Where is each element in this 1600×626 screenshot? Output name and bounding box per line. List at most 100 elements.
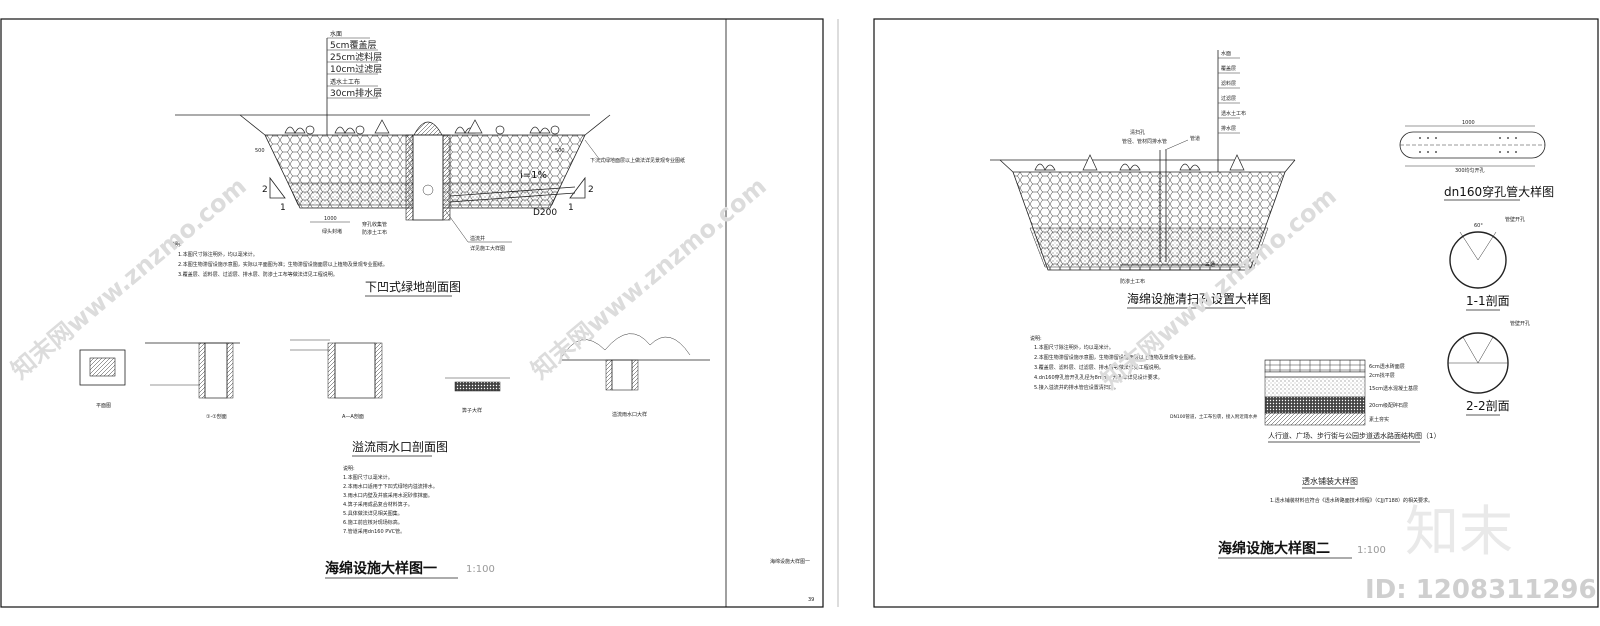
watermark-id: ID: 1208311296: [1365, 575, 1597, 605]
pipe-hole-label: 管壁开孔: [1505, 216, 1525, 223]
layer-label: 过滤层: [1221, 95, 1236, 102]
pave-layer: 2cm找平层: [1369, 372, 1395, 379]
section-title: 海绵设施清扫孔设置大样图: [1127, 291, 1271, 306]
pave-layer: 素土夯实: [1369, 416, 1389, 423]
note-line: 5.接入溢流井的排水管应设置清扫口。: [1034, 384, 1119, 391]
note-line: 6.施工前应核对现场标高。: [343, 519, 403, 526]
perforated-pipe-detail: 1000 300均匀开孔 dn160穿孔管大样图 60° 管壁开孔 1-1剖面: [1399, 120, 1554, 416]
left-sheet: 水面 5cm覆盖层 25cm滤料层 10cm过滤层 透水土工布 30cm排水层 …: [0, 18, 824, 608]
section2-notes: 说明: 1.本图尺寸以毫米计。 2.本雨水口适用于下凹式绿地内溢流排水。 3.雨…: [343, 465, 438, 535]
pipe-dim: 1000: [1462, 120, 1475, 126]
layer-label: 排水层: [1221, 125, 1236, 132]
watermark-text: 知末网www.znzmo.com: [526, 172, 772, 385]
pipe-section: 1-1剖面: [1466, 294, 1510, 308]
note-line: 4.箅子采用成品复合材料箅子。: [343, 501, 413, 508]
note-line: 3.覆盖层、滤料层、过滤层、排水层等做法详见工程说明。: [1034, 364, 1164, 371]
pave-layer: 15cm透水混凝土基层: [1369, 385, 1418, 392]
note-line: 2.本图生物滞留设施示意图，实际以平面图为准；生物滞留设施面层以上植物及景观专业…: [178, 261, 388, 268]
sub-label: 平面图: [96, 403, 111, 409]
sheet-scale: 1:100: [466, 564, 495, 575]
layer-label: 5cm覆盖层: [330, 39, 376, 51]
section-title: 下凹式绿地剖面图: [365, 279, 461, 294]
ratio-v: 2: [262, 185, 268, 195]
layer-labels-2: 水面 覆盖层 滤料层 过滤层 透水土工布 排水层: [1218, 50, 1246, 134]
callout: 三通: [1205, 261, 1215, 268]
left-sheet-frame: [0, 18, 824, 608]
left-section-1: 水面 5cm覆盖层 25cm滤料层 10cm过滤层 透水土工布 30cm排水层 …: [170, 30, 685, 297]
note-line: 1.本图尺寸除注明外，均以毫米计。: [1034, 344, 1114, 351]
note-line: 3.覆盖层、滤料层、过滤层、排水层、防渗土工布等做法详见工程说明。: [178, 271, 338, 278]
section-1-1-circle: [1449, 231, 1507, 289]
pave-title: 人行道、广场、步行街与公园步道透水路面结构图（1）: [1268, 431, 1440, 440]
note-line: 1.本图尺寸以毫米计。: [343, 474, 393, 481]
plant-row: [284, 119, 560, 135]
left-section-2: 平面图 ①-①剖面 A—A剖面 箅子大样 溢流雨水口大样: [79, 333, 710, 535]
pave-layer: 20cm级配碎石层: [1369, 402, 1408, 409]
layer-labels: 水面 5cm覆盖层 25cm滤料层 10cm过滤层 透水土工布 30cm排水层: [327, 30, 382, 99]
pavement-detail: 6cm透水砖面层 2cm找平层 15cm透水混凝土基层 20cm级配碎石层 素土…: [1170, 359, 1440, 504]
note-line: 说明:: [343, 465, 355, 472]
note-line: 7.管道采用dn160 PVC管。: [343, 528, 405, 535]
note-line: 1.本图尺寸除注明外，均以毫米计。: [178, 251, 258, 258]
callout: 管道: [1190, 135, 1200, 142]
pave-side-note: DN100管道，土工布包裹，接入附近雨水井: [1170, 413, 1258, 420]
right-notes: 说明: 1.本图尺寸除注明外，均以毫米计。 2.本图生物滞留设施示意图，生物滞留…: [1030, 335, 1199, 391]
ratio-v: 2: [588, 185, 594, 195]
callout: 绿头封堵: [322, 228, 342, 235]
callout: 防渗土工布: [362, 229, 387, 236]
callout: 清扫孔: [1130, 129, 1145, 136]
pipe-label: D200: [533, 208, 557, 218]
note-line: 2.本图生物滞留设施示意图，生物滞留设施面层以上植物及景观专业图纸。: [1034, 354, 1199, 361]
layer-label: 水面: [1221, 50, 1231, 57]
sheet-scale: 1:100: [1357, 545, 1386, 556]
layer-label: 25cm滤料层: [330, 51, 382, 63]
layer-label: 覆盖层: [1221, 65, 1236, 72]
callout: 管径、管材同排水管: [1122, 138, 1167, 145]
layer-label: 30cm排水层: [330, 87, 382, 99]
ratio-h: 1: [568, 203, 574, 213]
callout: 详见施工大样图: [470, 245, 505, 252]
side-label: 海绵设施大样图一: [770, 558, 810, 565]
layer-label: 10cm过滤层: [330, 63, 382, 75]
layer-label: 水面: [330, 30, 342, 38]
pipe-section: 2-2剖面: [1466, 399, 1510, 413]
note-line: 5.具体做法详见相关图集。: [343, 510, 403, 517]
pipe-angle: 60°: [1474, 223, 1483, 229]
slope-label: i=1%: [520, 170, 547, 181]
layer-label: 透水土工布: [1221, 110, 1246, 117]
layer-label: 透水土工布: [330, 78, 360, 86]
sub-label: A—A剖面: [342, 413, 364, 420]
sheet-title: 海绵设施大样图二: [1218, 540, 1330, 557]
dim-label: 1000: [324, 216, 337, 222]
note-line: 说明:: [170, 241, 182, 248]
pave-subtitle: 透水铺装大样图: [1302, 476, 1358, 486]
right-section-1: 水面 覆盖层 滤料层 过滤层 透水土工布 排水层 清扫孔 管径、管材同排水管 管…: [990, 50, 1296, 391]
pipe-title: dn160穿孔管大样图: [1444, 184, 1554, 199]
sub-label: 箅子大样: [462, 407, 482, 414]
section-title: 溢流雨水口剖面图: [352, 440, 448, 454]
right-sheet-frame: [873, 18, 1599, 608]
well-grate-dome: [413, 121, 443, 136]
callout: 溢流井: [470, 235, 485, 242]
note-line: 4.dn160穿孔管开孔孔径为8mm，开孔率详见设计要求。: [1034, 374, 1163, 381]
layer-label: 滤料层: [1221, 80, 1236, 87]
pave-layer: 6cm透水砖面层: [1369, 363, 1405, 370]
sub-label: 溢流雨水口大样: [612, 411, 647, 418]
right-sheet: 水面 覆盖层 滤料层 过滤层 透水土工布 排水层 清扫孔 管径、管材同排水管 管…: [873, 18, 1599, 608]
pipe-dim: 300均匀开孔: [1455, 167, 1485, 174]
dim-label: 500: [255, 148, 265, 154]
watermark-text: 知末网www.znzmo.com: [6, 172, 252, 385]
note-line: 3.雨水口内壁及井底采用水泥砂浆抹面。: [343, 492, 433, 499]
basin-dot-band-2: [1029, 227, 1269, 268]
callout: 防渗土工布: [1120, 278, 1145, 285]
note-line: 2.本雨水口适用于下凹式绿地内溢流排水。: [343, 483, 438, 490]
watermark-brand: 知末: [1405, 500, 1513, 563]
page-number: 39: [808, 597, 814, 603]
pave-note: 1.透水铺装材料应符合《透水砖路面技术规程》（CJJ/T188）的相关要求。: [1270, 497, 1433, 504]
sheet-title: 海绵设施大样图一: [325, 560, 437, 577]
sub-label: ①-①剖面: [206, 413, 227, 420]
callout: 穿孔收集管: [362, 221, 387, 228]
section1-notes: 说明: 1.本图尺寸除注明外，均以毫米计。 2.本图生物滞留设施示意图，实际以平…: [170, 241, 388, 278]
